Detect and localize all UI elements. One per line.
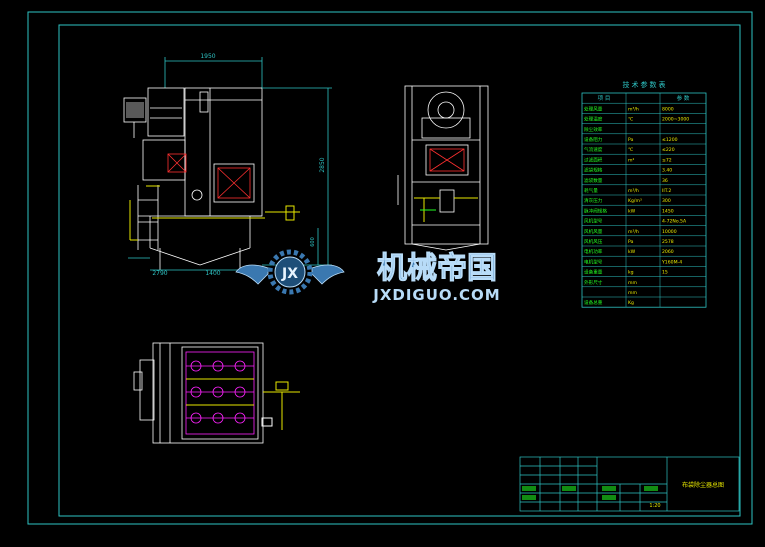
table-cell: 8000 bbox=[662, 106, 674, 112]
table-cell: 处理风量 bbox=[584, 105, 603, 112]
front-view-pipes bbox=[129, 185, 300, 241]
watermark-gear-icon bbox=[267, 249, 313, 295]
dim-bottom-left: 2790 bbox=[152, 270, 167, 277]
table-cell: 电机功率 bbox=[584, 248, 603, 255]
parameter-table-title: 技术参数表 bbox=[623, 80, 668, 89]
table-cell: 2060 bbox=[662, 249, 674, 255]
table-cell: 风机风量 bbox=[584, 228, 603, 235]
table-cell: m³/h bbox=[628, 229, 639, 235]
table-cell: kW bbox=[628, 249, 636, 255]
table-cell: ≤220 bbox=[662, 147, 675, 153]
outer-frame bbox=[27, 11, 753, 525]
table-cell: 1450 bbox=[662, 208, 674, 214]
table-cell: 处理温度 bbox=[584, 116, 603, 123]
table-cell: mm bbox=[628, 281, 637, 286]
plan-view-pipes bbox=[186, 378, 300, 430]
table-cell: 4-72No.5A bbox=[662, 219, 687, 225]
watermark-logo-letters: JX bbox=[281, 266, 298, 282]
table-cell: 2578 bbox=[662, 239, 674, 245]
title-block-fills bbox=[522, 486, 658, 500]
table-cell: 脉冲阀规格 bbox=[584, 207, 607, 214]
table-cell: 设备阻力 bbox=[584, 136, 603, 143]
table-cell: 除尘效率 bbox=[584, 126, 603, 133]
table-cell: 外形尺寸 bbox=[584, 279, 603, 286]
inner-frame bbox=[58, 24, 741, 517]
table-cell: 滤袋规格 bbox=[584, 167, 603, 174]
table-cell: kW bbox=[628, 208, 636, 214]
table-cell: IIT.2 bbox=[662, 188, 671, 194]
table-cell: 风机型号 bbox=[584, 218, 603, 225]
table-cell: Pa bbox=[628, 137, 634, 143]
side-view-pipes bbox=[414, 197, 478, 222]
watermark-wing-right bbox=[311, 264, 345, 285]
table-cell: ≤1200 bbox=[662, 137, 678, 143]
table-cell: 风机风压 bbox=[584, 238, 603, 245]
table-cell: ≤72 bbox=[662, 157, 672, 163]
plan-view-filter-bags bbox=[190, 360, 246, 424]
table-cell: 10000 bbox=[662, 229, 677, 235]
dim-bottom-width: 1400 bbox=[205, 270, 220, 277]
table-cell: Pa bbox=[628, 239, 634, 245]
table-cell: 3.40 bbox=[662, 168, 672, 174]
table-header-cell: 参 数 bbox=[677, 94, 690, 102]
table-cell: 设备重量 bbox=[584, 269, 603, 276]
table-cell: 2000~3000 bbox=[662, 117, 689, 123]
watermark: JX 机械帝国 JXDIGUO.COM bbox=[235, 249, 500, 304]
table-cell: ℃ bbox=[628, 117, 633, 123]
table-header-cell: 项 目 bbox=[598, 95, 611, 102]
table-cell: 耗气量 bbox=[584, 187, 598, 194]
table-cell: 36 bbox=[662, 178, 668, 184]
watermark-wing-left bbox=[235, 264, 269, 285]
table-cell: 气流速度 bbox=[584, 146, 603, 153]
table-cell: Y160M-4 bbox=[661, 259, 682, 265]
table-cell: Kg bbox=[628, 300, 634, 306]
table-cell: m² bbox=[628, 158, 634, 163]
plan-view-bags bbox=[185, 351, 255, 435]
table-border bbox=[581, 92, 707, 308]
dim-small-right: 600 bbox=[310, 237, 316, 247]
table-cell: kg bbox=[628, 270, 634, 276]
table-cell: 设备总重 bbox=[584, 299, 603, 306]
table-cell: 过滤面积 bbox=[584, 156, 603, 163]
table-cell: 清灰压力 bbox=[584, 197, 603, 204]
table-cell: m³/h bbox=[628, 106, 639, 112]
title-block bbox=[519, 456, 740, 512]
front-view bbox=[123, 57, 332, 271]
dim-height-right: 2850 bbox=[319, 157, 326, 172]
table-cell: Kg/m³ bbox=[628, 198, 642, 204]
drawing-name: 布袋除尘器总图 bbox=[682, 481, 724, 489]
side-view bbox=[397, 85, 489, 251]
table-cell: 300 bbox=[662, 198, 671, 204]
table-cell: m³/h bbox=[628, 188, 639, 194]
plan-view bbox=[133, 342, 264, 444]
drawing-scale: 1:20 bbox=[649, 503, 660, 509]
table-cell: 15 bbox=[662, 270, 668, 276]
watermark-brand-cn: 机械帝国 bbox=[377, 251, 497, 286]
watermark-brand-url: JXDIGUO.COM bbox=[372, 286, 500, 304]
table-cell: 电机型号 bbox=[584, 258, 603, 265]
table-cell: ℃ bbox=[628, 147, 633, 153]
table-cell: mm bbox=[628, 291, 637, 296]
dim-top-width: 1950 bbox=[200, 53, 215, 60]
table-cell: 滤袋数量 bbox=[584, 177, 603, 184]
